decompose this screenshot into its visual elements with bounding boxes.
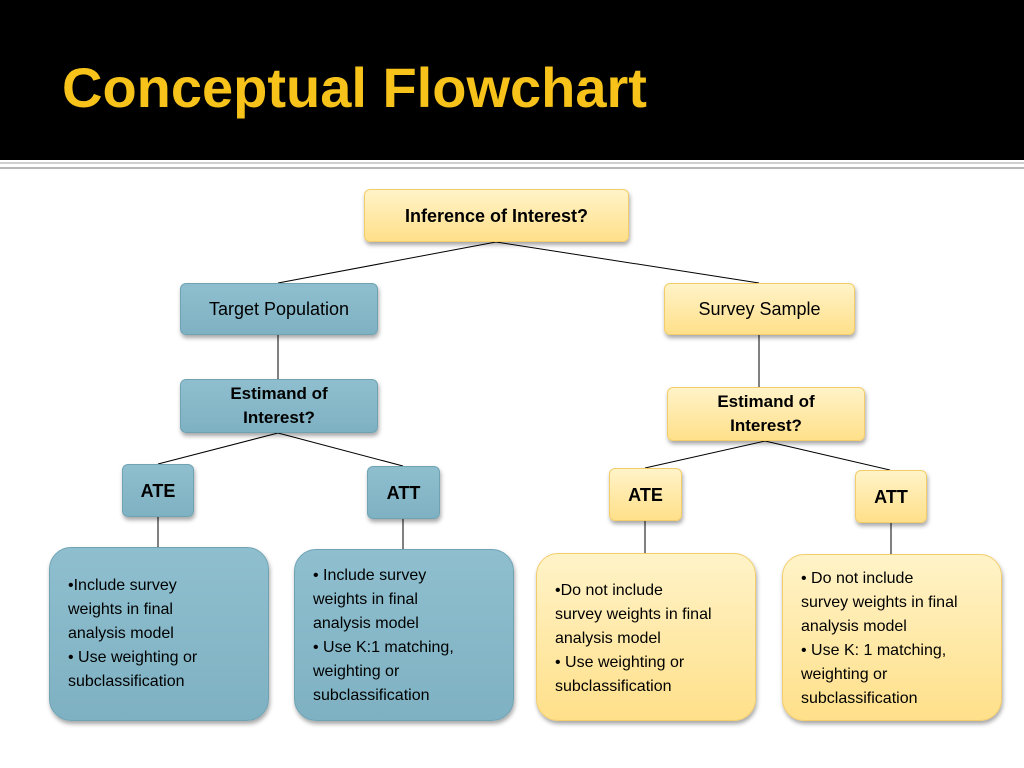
node-left-att: ATT [367,466,440,519]
node-left-estimand-line-1: Estimand of [230,384,328,403]
detail-right-att: • Do not include survey weights in final… [782,554,1002,721]
node-left-estimand-line-2: Interest? [243,408,315,427]
node-right-ate-label: ATE [628,484,663,505]
title-divider-line-secondary [0,167,1024,169]
detail-right-att-line-5: weighting or [801,666,888,683]
node-right-ate: ATE [609,468,682,521]
connector-right-estimand-to-ate [644,440,766,469]
detail-left-ate-line-5: subclassification [68,673,185,690]
detail-left-att-line-6: subclassification [313,687,430,704]
detail-right-ate-line-4: • Use weighting or [555,654,685,671]
detail-right-att-line-6: subclassification [801,690,918,707]
detail-left-att-line-2: weights in final [313,591,418,608]
detail-right-att-line-2: survey weights in final [801,594,958,611]
node-inference-of-interest: Inference of Interest? [364,189,629,242]
node-inference-of-interest-label: Inference of Interest? [404,205,589,226]
detail-right-att-line-1: • Do not include [801,570,914,587]
title-bar: Conceptual Flowchart [0,0,1024,160]
node-survey-sample-label: Survey Sample [698,299,821,319]
detail-right-ate-line-3: analysis model [555,630,661,647]
node-left-estimand-of-interest: Estimand of Interest? [180,379,378,433]
detail-left-ate: •Include survey weights in final analysi… [49,547,269,721]
detail-left-att-line-3: analysis model [313,615,419,632]
connector-left-estimand-to-att [277,432,404,467]
connector-root-to-target-population [277,241,497,284]
node-left-att-label: ATT [386,482,421,503]
node-right-att: ATT [855,470,927,523]
detail-right-ate: •Do not include survey weights in final … [536,553,756,721]
detail-left-ate-line-3: analysis model [68,625,174,642]
detail-left-att-line-5: weighting or [313,663,400,680]
detail-left-ate-line-1: •Include survey [68,577,177,594]
node-left-ate-label: ATE [140,480,176,501]
node-target-population: Target Population [180,283,378,335]
detail-right-ate-line-2: survey weights in final [555,606,712,623]
detail-left-ate-line-4: • Use weighting or [68,649,198,666]
node-right-estimand-line-1: Estimand of [717,392,815,411]
detail-left-ate-line-2: weights in final [68,601,173,618]
detail-left-att: • Include survey weights in final analys… [294,549,514,721]
detail-right-ate-line-1: •Do not include [555,582,663,599]
connector-root-to-survey-sample [495,241,760,284]
node-right-estimand-line-2: Interest? [730,416,802,435]
title-divider-line [0,162,1024,164]
node-right-att-label: ATT [874,486,908,507]
node-target-population-label: Target Population [208,299,350,319]
node-right-estimand-of-interest: Estimand of Interest? [667,387,865,441]
detail-right-att-line-4: • Use K: 1 matching, [801,642,947,659]
detail-right-att-line-3: analysis model [801,618,907,635]
connector-left-estimand-to-ate [157,432,279,465]
node-left-ate: ATE [122,464,194,517]
connector-right-estimand-to-att [764,440,891,471]
detail-left-att-line-1: • Include survey [313,567,427,584]
detail-right-ate-line-5: subclassification [555,678,672,695]
node-survey-sample: Survey Sample [664,283,855,335]
detail-left-att-line-4: • Use K:1 matching, [313,639,454,656]
page-title: Conceptual Flowchart [62,56,647,119]
